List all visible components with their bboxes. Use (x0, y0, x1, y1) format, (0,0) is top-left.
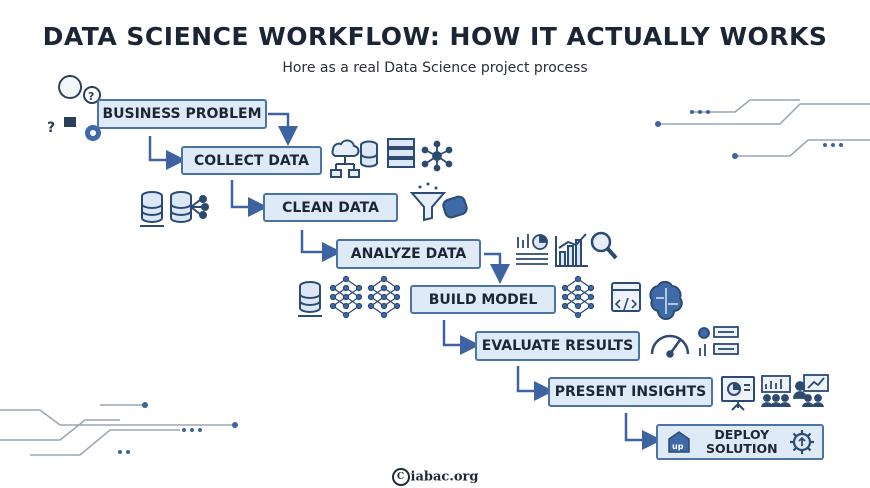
circuit-decoration-top-right (658, 99, 870, 157)
step-deploy-solution: up DEPLOY SOLUTION (656, 424, 824, 460)
presenter-icon (793, 374, 829, 408)
svg-text:?: ? (47, 120, 55, 136)
gear-icon (790, 430, 814, 454)
copyright-mark: C (391, 468, 410, 486)
sponge-icon (442, 195, 468, 219)
circuit-decoration-bottom-left (0, 404, 235, 456)
brand-name: iabac.org (410, 469, 479, 485)
team-chart-icon (761, 375, 791, 408)
step-label: CLEAN DATA (282, 199, 379, 216)
step-label: BUILD MODEL (428, 291, 538, 308)
step-label: ANALYZE DATA (350, 246, 467, 262)
circuit-dots-top-right (655, 110, 843, 159)
circuit-dots-bottom-left (118, 402, 238, 454)
brain-icon (649, 280, 683, 320)
funnel-icon (409, 192, 447, 222)
gear-icon (85, 125, 101, 141)
deploy-label-group: DEPLOY SOLUTION (706, 428, 778, 456)
database-icon (298, 281, 322, 317)
step-label: COLLECT DATA (194, 152, 309, 169)
network-node-icon (421, 140, 453, 172)
step-label: PRESENT INSIGHTS (554, 384, 707, 400)
step-present-insights: PRESENT INSIGHTS (548, 377, 713, 407)
presentation-board-icon (721, 376, 755, 411)
magnifier-icon (590, 231, 618, 260)
page-subtitle: Hore as a real Data Science project proc… (282, 60, 588, 76)
cloud-network-icon (330, 139, 360, 178)
sparkle-icon (418, 182, 438, 190)
database-icon (140, 191, 164, 227)
gauge-icon (650, 334, 690, 358)
svg-text:?: ? (88, 90, 94, 103)
step-connectors (148, 112, 662, 450)
question-bubble-icon (83, 86, 101, 104)
database-network-icon (170, 191, 209, 223)
step-build-model: BUILD MODEL (410, 285, 556, 314)
step-evaluate-results: EVALUATE RESULTS (475, 331, 640, 361)
step-analyze-data: ANALYZE DATA (336, 239, 481, 269)
upload-box-icon: up (668, 431, 690, 453)
step-clean-data: CLEAN DATA (263, 193, 398, 222)
step-label-line1: DEPLOY (714, 427, 770, 442)
bar-chart-icon (555, 233, 588, 267)
step-label: BUSINESS PROBLEM (102, 106, 262, 122)
neural-network-icon (367, 275, 401, 319)
step-collect-data: COLLECT DATA (181, 146, 322, 175)
lightbulb-icon (58, 75, 83, 127)
code-window-icon (611, 282, 641, 312)
svg-text:up: up (672, 442, 684, 451)
server-icon (387, 138, 415, 168)
report-chart-icon (516, 234, 548, 265)
page-title: DATA SCIENCE WORKFLOW: HOW IT ACTUALLY W… (42, 22, 828, 51)
database-icon (360, 140, 378, 168)
step-business-problem: BUSINESS PROBLEM (97, 99, 267, 129)
step-label-line2: SOLUTION (706, 441, 778, 456)
neural-network-icon (561, 275, 595, 319)
metrics-panel-icon (698, 326, 739, 356)
step-label: EVALUATE RESULTS (481, 338, 634, 354)
neural-network-icon (329, 275, 363, 319)
